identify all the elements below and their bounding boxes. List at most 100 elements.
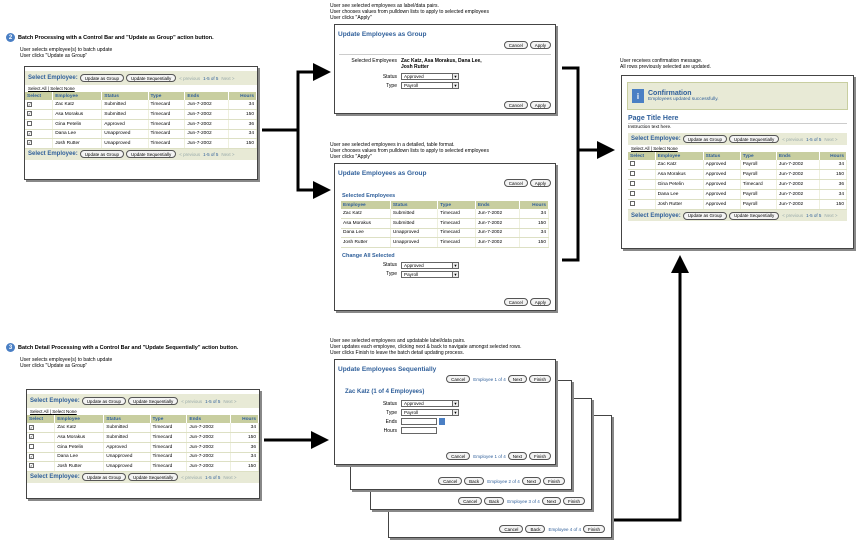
hours-input[interactable] <box>401 427 437 434</box>
select-none-link[interactable]: Select None <box>52 409 77 414</box>
row-checkbox[interactable]: ✓ <box>29 434 34 440</box>
next-link[interactable]: Next > <box>223 398 237 404</box>
employee-name: Zac Katz <box>655 160 704 170</box>
type-select[interactable]: Payroll▼ <box>401 270 459 278</box>
update-sequentially-button[interactable]: Update Sequentially <box>127 473 179 481</box>
panel-header: Update Employees as Group <box>335 28 555 40</box>
cancel-button[interactable]: Cancel <box>446 375 471 383</box>
finish-button[interactable]: Finish <box>582 525 605 533</box>
hours-cell: 34 <box>519 228 549 238</box>
row-checkbox[interactable] <box>29 443 34 449</box>
calendar-icon[interactable] <box>439 418 445 425</box>
update-as-group-button[interactable]: Update as Group <box>79 150 124 158</box>
previous-link[interactable]: < previous <box>782 213 804 218</box>
range-text: 1-5 of 5 <box>806 213 822 218</box>
column-header: Employee <box>52 92 103 100</box>
previous-link[interactable]: < previous <box>782 136 804 142</box>
cancel-button[interactable]: Cancel <box>503 41 528 49</box>
update-as-group-button[interactable]: Update as Group <box>81 397 126 405</box>
cancel-button[interactable]: Cancel <box>438 477 463 485</box>
status-field: Status Approved▼ <box>335 261 555 270</box>
next-button[interactable]: Next <box>541 497 561 505</box>
cancel-button[interactable]: Cancel <box>503 298 528 306</box>
finish-button[interactable]: Finish <box>562 497 585 505</box>
type-cell: Timecard <box>437 228 476 238</box>
apply-button[interactable]: Apply <box>529 101 551 109</box>
update-as-group-button[interactable]: Update as Group <box>79 74 124 82</box>
next-button[interactable]: Next <box>507 375 527 383</box>
next-link[interactable]: Next > <box>223 474 237 480</box>
employee-name: Josh Rutter <box>52 138 103 149</box>
finish-button[interactable]: Finish <box>528 375 551 383</box>
apply-button[interactable]: Apply <box>529 41 551 49</box>
back-button[interactable]: Back <box>525 525 546 533</box>
next-link[interactable]: Next > <box>221 151 235 157</box>
cancel-button[interactable]: Cancel <box>503 101 528 109</box>
next-link[interactable]: Next > <box>221 75 235 81</box>
select-value: Payroll <box>404 410 419 415</box>
previous-link[interactable]: < previous <box>179 75 201 81</box>
employee-name: Zac Katz <box>341 209 391 219</box>
next-link[interactable]: Next > <box>824 213 838 218</box>
cancel-button[interactable]: Cancel <box>446 452 471 460</box>
row-checkbox[interactable]: ✓ <box>29 424 34 430</box>
next-button[interactable]: Next <box>521 477 541 485</box>
finish-button[interactable]: Finish <box>542 477 565 485</box>
ends-cell: Jun-7-2002 <box>186 442 231 453</box>
cancel-button[interactable]: Cancel <box>503 179 528 187</box>
cancel-button[interactable]: Cancel <box>499 525 524 533</box>
update-as-group-button[interactable]: Update as Group <box>682 135 727 143</box>
row-checkbox[interactable] <box>630 191 635 196</box>
next-link[interactable]: Next > <box>824 136 838 142</box>
employee-name: Asa Morakus <box>54 432 105 443</box>
previous-link[interactable]: < previous <box>181 398 203 404</box>
finish-button[interactable]: Finish <box>528 452 551 460</box>
update-as-group-button[interactable]: Update as Group <box>682 211 727 220</box>
hours-field: Hours <box>335 426 555 435</box>
type-select[interactable]: Payroll▼ <box>401 409 459 416</box>
apply-button[interactable]: Apply <box>529 179 551 187</box>
row-checkbox[interactable] <box>27 120 32 126</box>
row-checkbox[interactable] <box>630 171 635 176</box>
select-none-link[interactable]: Select None <box>653 146 678 151</box>
employee-name: Asa Morakus <box>341 218 391 229</box>
status-cell: Submitted <box>101 100 149 110</box>
employee-table: Select Employee Status Type Ends Hours ✓… <box>25 92 258 149</box>
status-select[interactable]: Approved▼ <box>401 400 459 407</box>
select-none-link[interactable]: Select None <box>50 86 75 91</box>
row-checkbox[interactable]: ✓ <box>27 140 32 146</box>
back-button[interactable]: Back <box>484 497 505 505</box>
type-select[interactable]: Payroll▼ <box>401 82 459 89</box>
row-checkbox[interactable]: ✓ <box>27 130 32 136</box>
previous-link[interactable]: < previous <box>179 151 201 157</box>
previous-link[interactable]: < previous <box>181 474 203 480</box>
ends-input[interactable] <box>401 418 437 425</box>
select-all-link[interactable]: Select All <box>631 146 650 151</box>
update-sequentially-button[interactable]: Update Sequentially <box>728 135 780 143</box>
employee-name: Dana Lee <box>655 189 704 200</box>
row-checkbox[interactable] <box>630 201 635 206</box>
cancel-button[interactable]: Cancel <box>458 497 483 505</box>
row-checkbox[interactable]: ✓ <box>27 101 32 107</box>
status-select[interactable]: Approved▼ <box>401 73 459 80</box>
next-button[interactable]: Next <box>507 452 527 460</box>
row-checkbox[interactable]: ✓ <box>29 463 34 469</box>
update-sequentially-button[interactable]: Update Sequentially <box>728 211 780 220</box>
status-cell: Unapproved <box>103 461 151 472</box>
select-all-link[interactable]: Select All <box>28 86 47 91</box>
employee-name: Asa Morakus <box>52 109 103 120</box>
select-all-link[interactable]: Select All <box>30 409 49 414</box>
update-sequentially-button[interactable]: Update Sequentially <box>125 74 177 82</box>
update-as-group-button[interactable]: Update as Group <box>81 473 126 481</box>
row-checkbox[interactable] <box>630 161 635 166</box>
row-checkbox[interactable] <box>630 181 635 186</box>
row-checkbox[interactable]: ✓ <box>27 111 32 117</box>
update-sequentially-button[interactable]: Update Sequentially <box>125 150 177 158</box>
type-cell: Timecard <box>150 452 188 462</box>
update-sequentially-button[interactable]: Update Sequentially <box>127 397 179 405</box>
status-select[interactable]: Approved▼ <box>401 261 459 269</box>
apply-button[interactable]: Apply <box>529 298 551 306</box>
row-checkbox[interactable]: ✓ <box>29 453 34 459</box>
back-button[interactable]: Back <box>464 477 485 485</box>
